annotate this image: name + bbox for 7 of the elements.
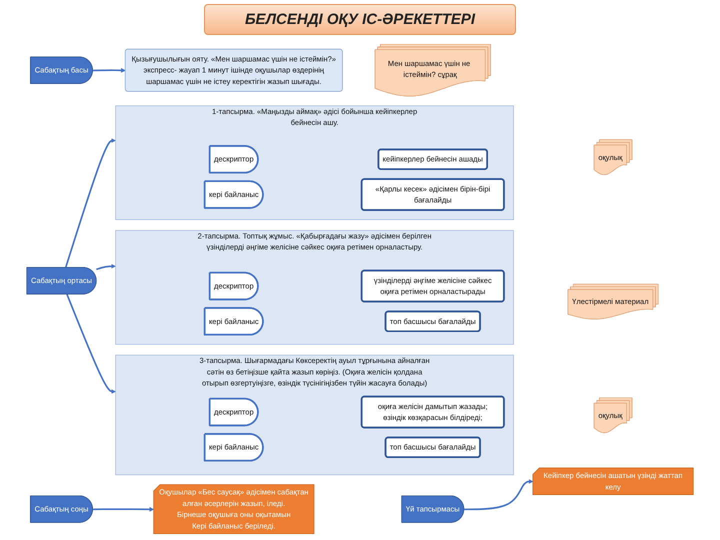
diagram-title: БЕЛСЕНДІ ОҚУ ІС-ӘРЕКЕТТЕРІ [204, 4, 516, 35]
arrow [92, 68, 126, 73]
arrow [96, 264, 116, 270]
arrow [92, 507, 154, 512]
arrow [464, 479, 534, 510]
arrow [66, 294, 116, 394]
arrow [65, 138, 116, 268]
